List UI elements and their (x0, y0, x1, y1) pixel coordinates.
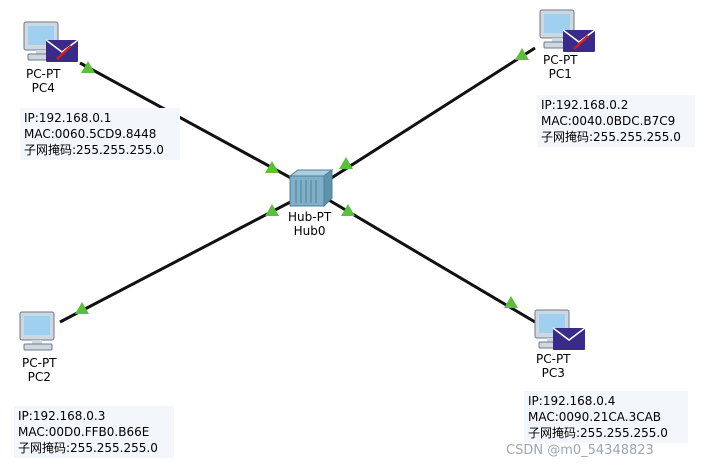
pc3-device[interactable] (534, 309, 586, 350)
pc4-device[interactable] (23, 21, 79, 62)
pc3-mac: MAC:0090.21CA.3CAB (528, 410, 662, 424)
port-indicator-pc3 (504, 296, 518, 308)
pc1-device[interactable] (539, 9, 596, 52)
port-indicator-hub-pc2 (265, 204, 279, 216)
link-pc4-hub0[interactable] (79, 61, 303, 186)
pc3-mask: 子网掩码:255.255.255.0 (528, 426, 668, 440)
port-indicator-pc4 (81, 61, 95, 73)
pc1-mac: MAC:0040.0BDC.B7C9 (541, 114, 676, 128)
pc2-info-box: IP:192.168.0.3 MAC:00D0.FFB0.B66E 子网掩码:2… (14, 406, 174, 458)
pc3-label: PC-PT PC3 (536, 352, 571, 380)
pc2-device[interactable] (19, 311, 55, 351)
hub-icon (288, 169, 334, 208)
pc1-mask: 子网掩码:255.255.255.0 (541, 130, 681, 144)
pc1-type: PC-PT (543, 53, 578, 67)
pc3-ip: IP:192.168.0.4 (528, 394, 616, 408)
pc4-label: PC-PT PC4 (26, 67, 61, 95)
pc3-name: PC3 (541, 366, 565, 380)
hub0-type: Hub-PT (288, 210, 332, 224)
hub0-label: Hub-PT Hub0 (288, 210, 331, 238)
pc1-name: PC1 (548, 67, 572, 81)
port-indicator-pc1 (515, 48, 529, 60)
pc1-label: PC-PT PC1 (543, 53, 578, 81)
envelope-icon (562, 29, 596, 52)
desktop-pc-icon (19, 311, 55, 351)
pc4-ip: IP:192.168.0.1 (24, 111, 112, 125)
pc4-mac: MAC:0060.5CD9.8448 (24, 127, 157, 141)
pc4-name: PC4 (31, 81, 55, 95)
pc2-type: PC-PT (22, 356, 57, 370)
envelope-icon (45, 39, 79, 62)
port-indicator-pc2 (75, 302, 89, 314)
pc2-name: PC2 (27, 370, 51, 384)
link-pc2-hub0[interactable] (59, 194, 303, 324)
hub0-device[interactable] (288, 169, 334, 208)
pc2-label: PC-PT PC2 (22, 356, 57, 384)
pc2-ip: IP:192.168.0.3 (18, 409, 106, 423)
pc4-type: PC-PT (26, 67, 61, 81)
pc1-ip: IP:192.168.0.2 (541, 98, 629, 112)
port-indicator-hub-pc3 (341, 204, 355, 216)
pc3-type: PC-PT (536, 352, 571, 366)
link-pc3-hub0[interactable] (321, 194, 536, 324)
link-pc1-hub0[interactable] (321, 46, 536, 186)
pc4-info-box: IP:192.168.0.1 MAC:0060.5CD9.8448 子网掩码:2… (20, 108, 180, 160)
port-indicator-hub-pc1 (339, 157, 353, 169)
hub0-name: Hub0 (293, 224, 326, 238)
pc1-info-box: IP:192.168.0.2 MAC:0040.0BDC.B7C9 子网掩码:2… (537, 95, 695, 147)
pc2-mac: MAC:00D0.FFB0.B66E (18, 425, 150, 439)
pc4-mask: 子网掩码:255.255.255.0 (24, 143, 164, 157)
envelope-icon (552, 327, 586, 350)
pc3-info-box: IP:192.168.0.4 MAC:0090.21CA.3CAB 子网掩码:2… (524, 391, 688, 443)
port-indicator-hub-pc4 (265, 161, 279, 173)
pc2-mask: 子网掩码:255.255.255.0 (18, 441, 158, 455)
watermark: CSDN @m0_54348823 (506, 443, 654, 458)
